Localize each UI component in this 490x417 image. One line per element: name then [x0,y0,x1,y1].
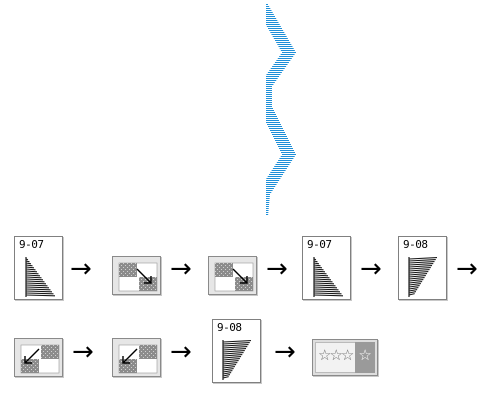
star-glyphs: ☆☆☆ [318,346,354,364]
arrow-right-icon: → [274,337,296,367]
star-row-pattern-button[interactable]: ☆☆☆☆ [312,339,378,376]
checker-arrow-down-right-icon [118,262,158,292]
inverted-triangle-pattern-icon [222,340,252,380]
zigzag-stitch-preview [266,4,296,215]
checker-down-right-button[interactable] [208,256,257,295]
selected-cell [355,342,375,373]
arrow-right-icon: → [266,254,288,284]
arrow-right-icon: → [360,254,382,284]
arrow-right-icon: → [456,254,478,284]
arrow-right-icon: → [170,254,192,284]
checker-arrow-down-right-icon [214,262,254,292]
star-glyph-selected: ☆ [358,346,372,364]
arrow-right-icon: → [170,337,192,367]
pattern-9-08-card[interactable]: 9-08 [212,319,261,383]
arrow-right-icon: → [70,254,92,284]
checker-down-left-button[interactable] [14,338,63,377]
pattern-9-08-card[interactable]: 9-08 [398,236,447,300]
checker-arrow-down-left-icon [20,344,60,374]
triangle-fill-pattern-icon [313,257,344,297]
pattern-code: 9-07 [19,238,44,251]
inverted-triangle-pattern-icon [408,257,438,297]
checker-down-left-button[interactable] [112,338,161,377]
pattern-code: 9-08 [403,238,428,251]
star-row-pattern-icon: ☆☆☆☆ [318,346,372,364]
pattern-code: 9-07 [307,238,332,251]
pattern-code: 9-08 [217,321,242,334]
checker-arrow-down-left-icon [118,344,158,374]
checker-down-right-button[interactable] [112,256,161,295]
triangle-fill-pattern-icon [25,257,56,297]
pattern-9-07-card[interactable]: 9-07 [302,236,351,300]
arrow-right-icon: → [72,337,94,367]
pattern-9-07-card[interactable]: 9-07 [14,236,63,300]
